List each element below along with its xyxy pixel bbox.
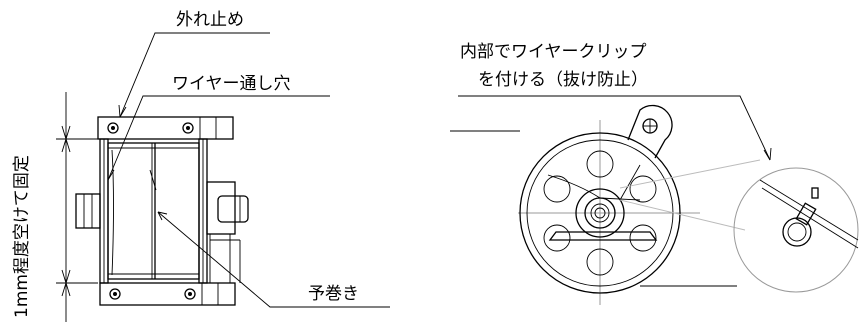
pre-wind-label: 予巻き [308, 284, 359, 304]
clip-leader [458, 95, 771, 161]
bearing [217, 195, 249, 223]
bolt-top-right [182, 122, 194, 134]
bolt-bottom-left [109, 288, 121, 300]
bottom-flange [99, 282, 236, 306]
wire-clip-ring [782, 217, 812, 247]
side-view [56, 32, 390, 322]
stopper-leader [119, 32, 270, 118]
top-flange [97, 116, 234, 140]
right-bracket [206, 181, 236, 235]
wire-hole-label: ワイヤー通し穴 [172, 74, 291, 94]
detail-circle [733, 167, 859, 293]
wire-clip [795, 202, 817, 226]
hole-5 [543, 224, 571, 252]
hub [575, 188, 625, 238]
hole-1 [586, 150, 614, 178]
vertical-note: 1mm程度空けて固定 [12, 155, 32, 318]
hole-6 [629, 224, 657, 252]
bolt-bottom-right [184, 288, 196, 300]
outer-disc [519, 132, 681, 294]
hole-2 [586, 248, 614, 276]
hole-3 [543, 175, 571, 203]
left-hub [75, 193, 101, 229]
wire-hole-leader [107, 95, 330, 181]
bolt-top-left [107, 122, 119, 134]
stopper-label: 外れ止め [176, 10, 244, 30]
front-view [450, 95, 859, 305]
drum [107, 142, 200, 280]
clip-label-line2: を付ける（抜け防止） [478, 70, 648, 90]
clip-label-line1: 内部でワイヤークリップ [460, 42, 647, 62]
bracket-plate [548, 231, 658, 241]
pre-wind-leader [157, 211, 390, 308]
hole-4 [629, 175, 657, 203]
top-lug [627, 104, 673, 159]
